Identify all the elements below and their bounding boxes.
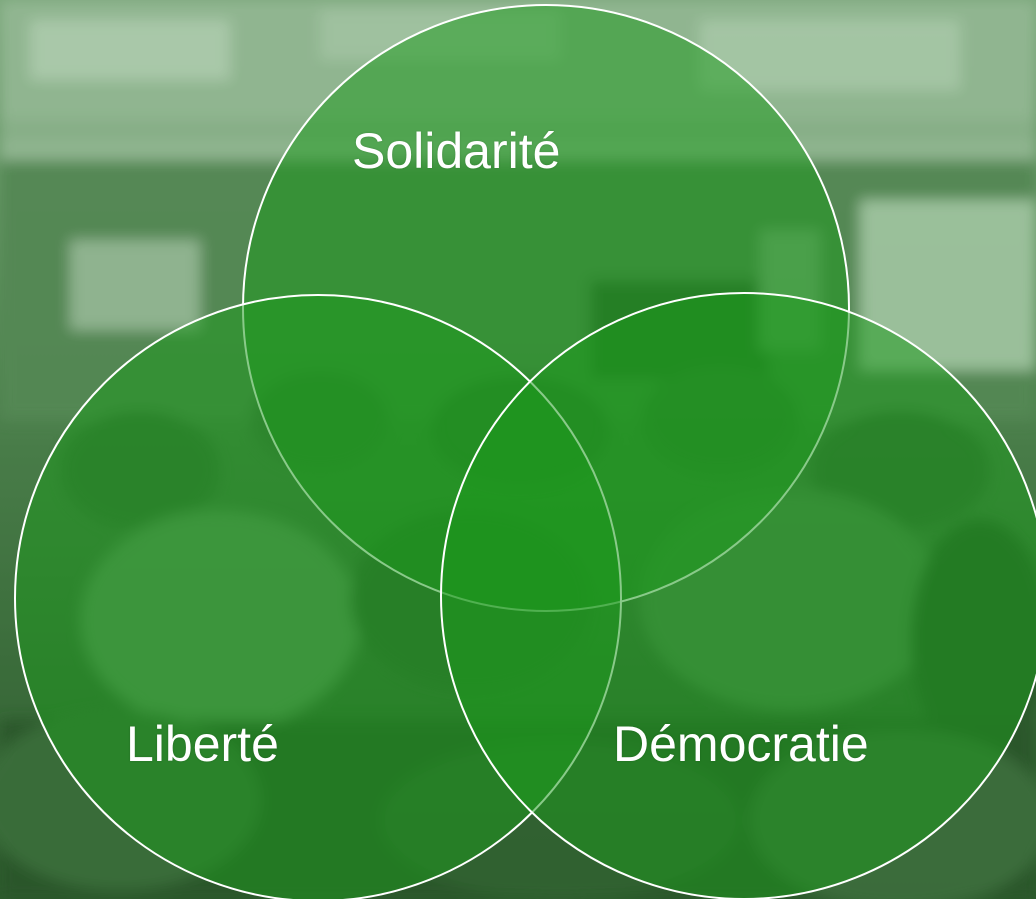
label-liberte: Liberté <box>126 716 279 772</box>
circle-right <box>440 292 1036 899</box>
label-democratie: Démocratie <box>613 716 869 772</box>
label-solidarite: Solidarité <box>352 123 561 179</box>
